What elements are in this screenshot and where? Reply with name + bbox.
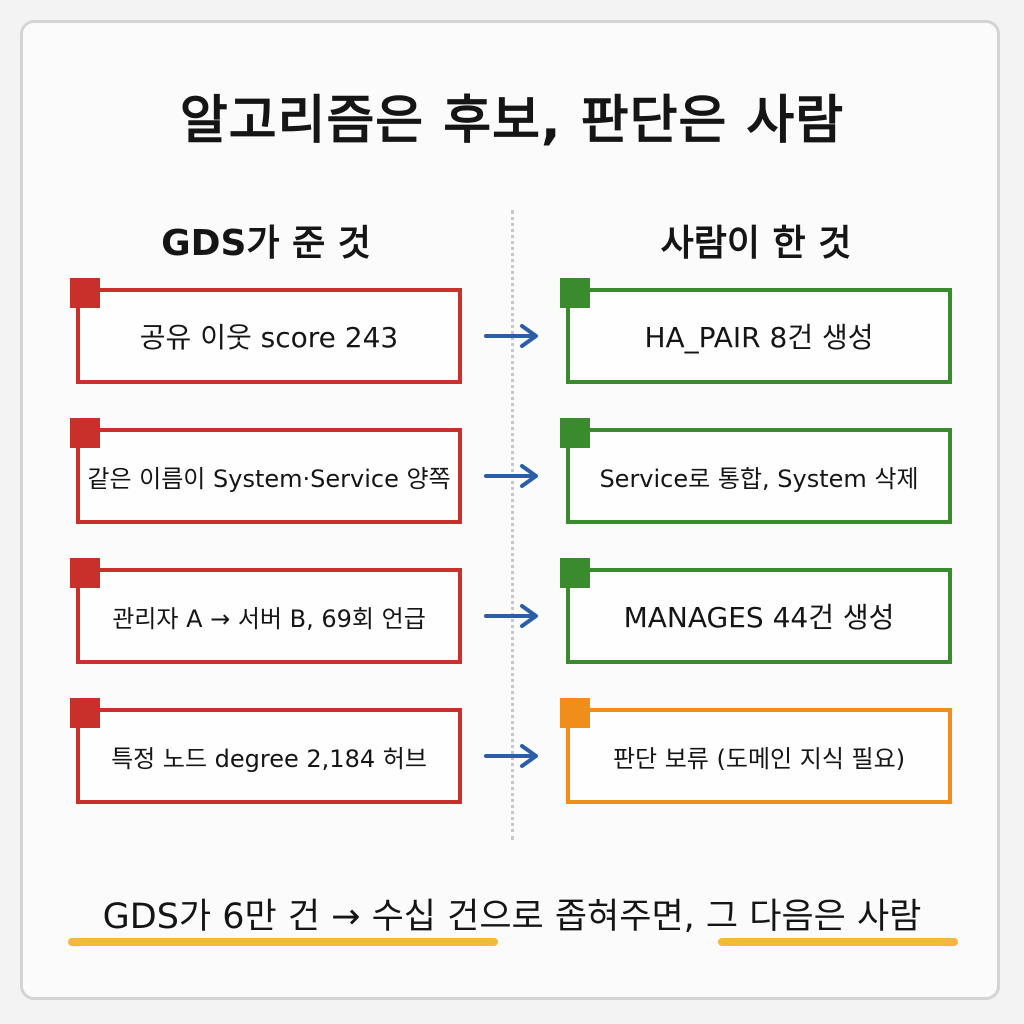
orange-flag-icon bbox=[560, 698, 590, 728]
human-action-box-3: MANAGES 44건 생성 bbox=[560, 558, 952, 664]
diagram-title: 알고리즘은 후보, 판단은 사람 bbox=[179, 91, 845, 151]
human-action-label: Service로 통합, System 삭제 bbox=[599, 464, 919, 493]
right-arrow-icon bbox=[484, 604, 538, 628]
red-flag-icon bbox=[70, 558, 100, 588]
gds-output-label: 공유 이웃 score 243 bbox=[139, 321, 399, 354]
gds-output-box-3: 관리자 A → 서버 B, 69회 언급 bbox=[70, 558, 462, 664]
red-flag-icon bbox=[70, 278, 100, 308]
green-flag-icon bbox=[560, 278, 590, 308]
right-arrow-icon bbox=[484, 324, 538, 348]
human-action-box-1: HA_PAIR 8건 생성 bbox=[560, 278, 952, 384]
gds-output-label: 관리자 A → 서버 B, 69회 언급 bbox=[112, 604, 426, 633]
human-action-box-4-pending: 판단 보류 (도메인 지식 필요) bbox=[560, 698, 952, 804]
left-column-header: GDS가 준 것 bbox=[161, 223, 371, 264]
right-arrow-icon bbox=[484, 464, 538, 488]
right-column-header: 사람이 한 것 bbox=[660, 223, 852, 264]
column-divider bbox=[511, 210, 514, 840]
gds-output-box-2: 같은 이름이 System·Service 양쪽 bbox=[70, 418, 462, 524]
green-flag-icon bbox=[560, 418, 590, 448]
human-action-label: MANAGES 44건 생성 bbox=[623, 601, 895, 634]
green-flag-icon bbox=[560, 558, 590, 588]
gds-output-box-4: 특정 노드 degree 2,184 허브 bbox=[70, 698, 462, 804]
gds-output-label: 같은 이름이 System·Service 양쪽 bbox=[87, 464, 451, 493]
footer-summary: GDS가 6만 건 → 수십 건으로 좁혀주면, 그 다음은 사람 bbox=[102, 897, 922, 937]
human-action-label: 판단 보류 (도메인 지식 필요) bbox=[612, 744, 906, 773]
right-arrow-icon bbox=[484, 744, 538, 768]
human-action-label: HA_PAIR 8건 생성 bbox=[644, 321, 874, 354]
red-flag-icon bbox=[70, 418, 100, 448]
red-flag-icon bbox=[70, 698, 100, 728]
human-action-box-2: Service로 통합, System 삭제 bbox=[560, 418, 952, 524]
footer-underline-right bbox=[718, 938, 958, 946]
footer-underline-left bbox=[68, 938, 498, 946]
gds-output-box-1: 공유 이웃 score 243 bbox=[70, 278, 462, 384]
gds-output-label: 특정 노드 degree 2,184 허브 bbox=[111, 744, 427, 773]
